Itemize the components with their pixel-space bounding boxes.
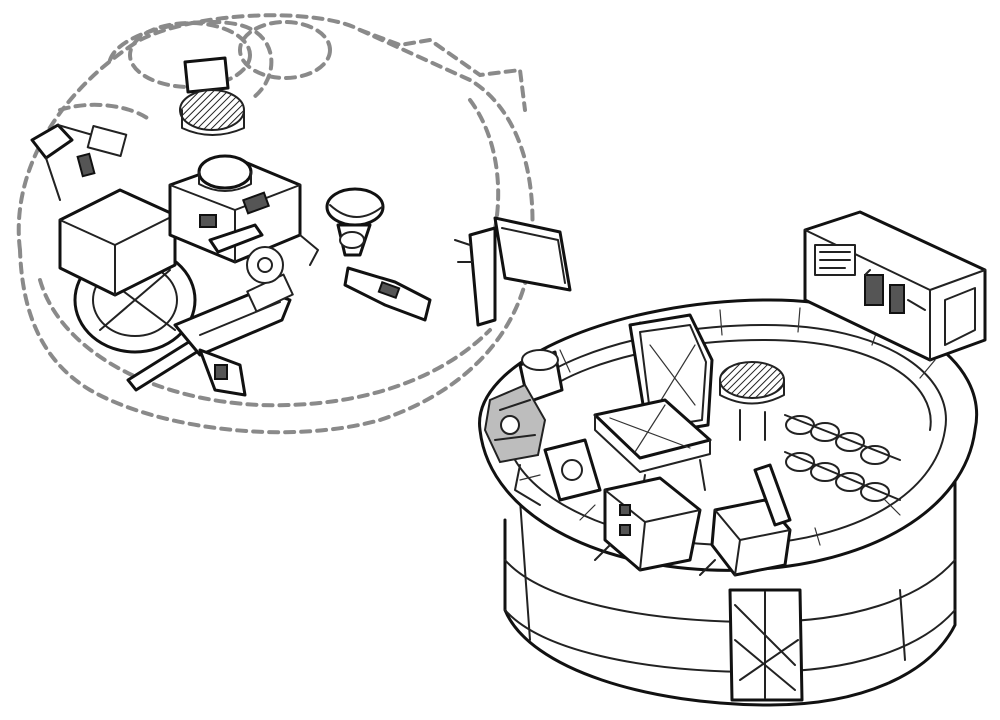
ammunition-racks bbox=[784, 414, 901, 502]
round-cap bbox=[197, 154, 253, 190]
gear-wheel bbox=[246, 246, 284, 284]
hatched-round-cap bbox=[719, 361, 785, 399]
mounting-plate bbox=[493, 216, 572, 292]
left-bracket bbox=[30, 123, 74, 160]
exploded-interior-components bbox=[30, 56, 572, 397]
periscope-mount bbox=[483, 349, 564, 506]
hatched-cap-top bbox=[179, 89, 245, 131]
assembled-turret-basket bbox=[478, 210, 987, 707]
periscope-head bbox=[325, 187, 385, 227]
vision-block bbox=[183, 56, 230, 94]
floor-box-center bbox=[603, 476, 702, 572]
component-block-a bbox=[58, 188, 177, 297]
